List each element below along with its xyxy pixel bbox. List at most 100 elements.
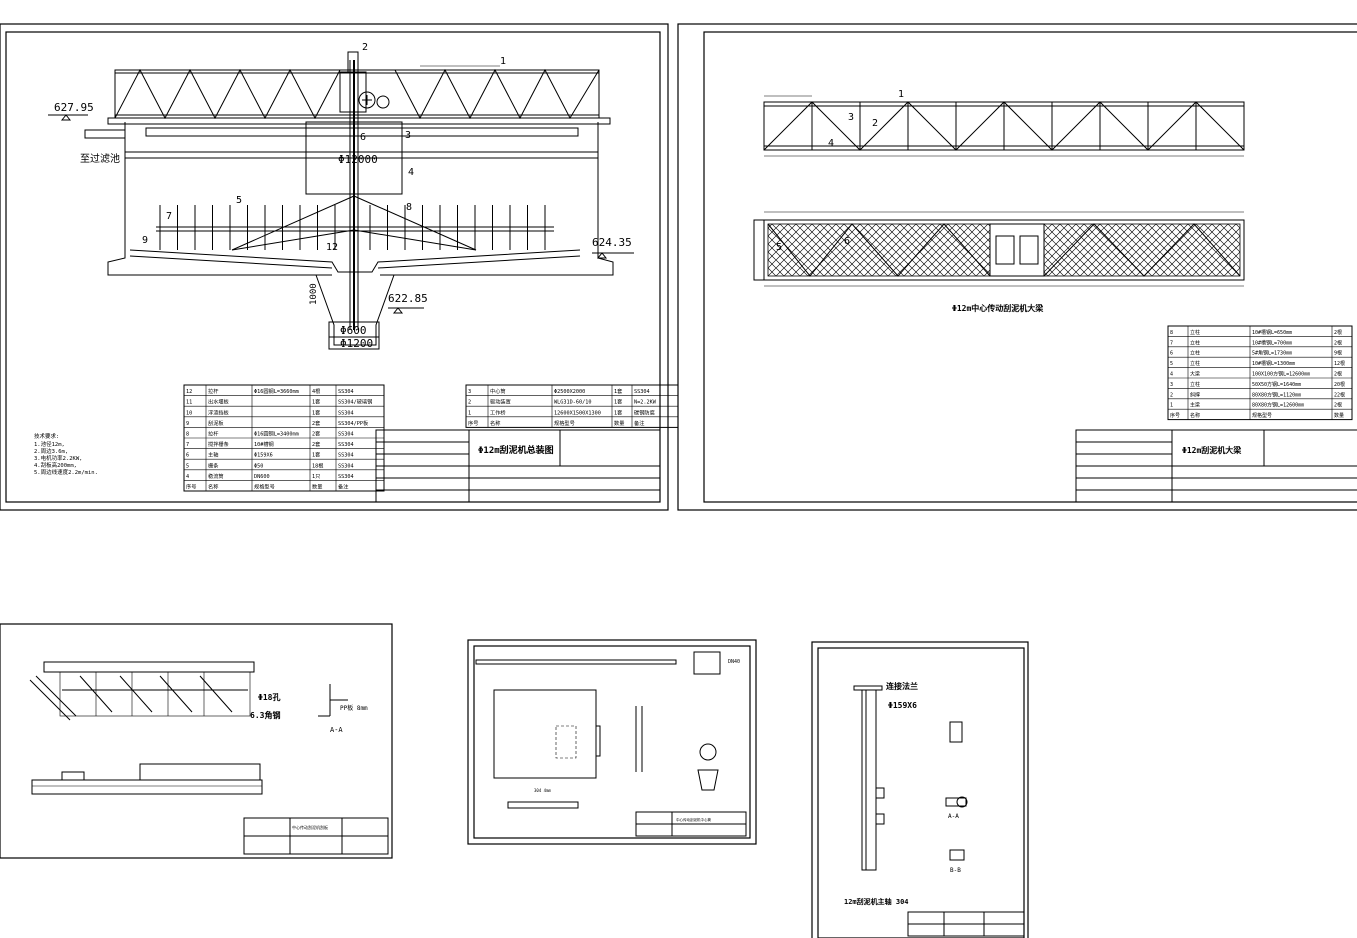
bom-header-cell: 名称 [490,419,500,427]
bom-cell: 50X50方钢L=1640mm [1252,381,1301,388]
bom-header-cell: 数量 [614,419,624,427]
bom-cell: 1只 [312,473,320,480]
beam-callout-4: 4 [828,138,834,149]
bom-cell: DN600 [254,474,270,480]
bom-cell: 8 [1170,330,1173,336]
bom-header-cell: 规格型号 [554,419,575,427]
material-label: 304 4mm [534,788,551,793]
pipe-inner-label: Φ600 [340,324,367,337]
bom-cell: 80X80方钢L=12600mm [1252,402,1304,409]
bom-cell: 4 [186,474,189,480]
bom-cell: 11 [186,400,192,406]
bom-header-cell: 规格型号 [254,483,275,491]
bom-cell: 拉杆 [208,430,218,438]
bom-cell: 10#槽钢 [254,440,274,448]
bom-cell: 1套 [614,408,623,416]
bom-cell: 立柱 [1190,381,1200,388]
bom-cell: 10#槽钢L=1300mm [1252,360,1295,367]
bom-cell: SS304/PP板 [338,419,369,427]
bom-cell: 浮渣挡板 [208,408,230,416]
bom-cell: 10 [186,410,192,416]
callout-8: 8 [406,202,412,213]
beam-title: Φ12m中心传动刮泥机大梁 [952,303,1044,313]
bom-cell: 4根 [312,387,320,395]
depth-label: 1000 [309,283,319,305]
bom-cell: SS304 [338,432,354,438]
bom-cell: 9根 [1334,350,1342,357]
shaft-label: Φ159X6 [888,701,917,710]
elevation-marks: 627.95 至过滤池 Φ12000 624.35 622.85 1000 Φ6… [48,101,634,350]
callout-7: 7 [166,211,172,222]
svg-text:技术要求:: 技术要求: [34,432,59,440]
bom-header-cell: 备注 [634,419,644,427]
sheet3-title: 中心传动刮泥机刮板 [292,824,328,830]
bom-cell: SS304 [338,410,354,416]
sheet-assembly: 627.95 至过滤池 Φ12000 624.35 622.85 1000 Φ6… [0,23,679,511]
bom-cell: 1 [1170,403,1173,409]
bom-cell: 2套 [312,430,321,438]
bom-cell: 立柱 [1190,339,1200,346]
beam-elevation: 1 2 3 4 [763,89,1245,157]
title-block-sheet5 [907,911,1025,937]
sheet-center-well: 304 4mm DN40 中心传动刮泥机中心筒 [467,639,757,845]
bom-cell: 碳钢防腐 [634,408,655,416]
bom-cell: SS304 [338,453,354,459]
svg-text:4.刮板高200mm,: 4.刮板高200mm, [34,461,77,469]
bom-cell: 6 [186,453,189,459]
bom-cell: 斜撑 [1190,391,1200,398]
steel-label: 6.3角钢 [250,710,280,720]
bom-cell: SS304 [338,463,354,469]
bom-cell: 出水堰板 [208,398,230,406]
bom-cell: 2套 [312,419,321,427]
bom-header-cell: 数量 [312,483,322,491]
bom-cell: 1套 [312,398,321,406]
sheet5-title: 12m刮泥机主轴 304 [844,897,909,906]
elev-bottom: 622.85 [388,292,428,305]
bridge-truss [107,68,611,125]
bom-header-cell: 名称 [1190,412,1200,419]
bom-cell: 8 [186,432,189,438]
bom-header-cell: 备注 [338,483,348,491]
bom-cell: 主梁 [1190,402,1200,409]
bom-cell: 刮泥板 [208,419,224,427]
bom-header-cell: 序号 [468,419,478,427]
flange-label: 连接法兰 [886,681,918,691]
sheet2-title: Φ12m刮泥机大梁 [1182,445,1242,455]
bom-cell: 2根 [1334,371,1342,378]
rake-pickets [159,205,546,250]
bom-cell: 5 [1170,361,1173,367]
bom-cell: 3 [468,389,471,395]
bom-cell: 立柱 [1190,350,1200,357]
plate-label: PP板 8mm [340,704,368,712]
beam-callout-5: 5 [776,242,782,253]
bom-header-cell: 名称 [208,483,218,491]
bom-cell: 2 [1170,392,1173,398]
bom-cell: 1 [468,410,471,416]
bom-cell: 7 [1170,340,1173,346]
bom-cell: 立柱 [1190,329,1200,336]
bom-cell: 6 [1170,351,1173,357]
bom-cell: Φ2500X2000 [554,389,585,395]
sheet1-title: Φ12m刮泥机总装图 [478,444,554,456]
callout-4: 4 [408,167,414,178]
beam-plan: 5 6 Φ12m中心传动刮泥机大梁 [753,211,1245,313]
bom-header-cell: 序号 [1170,412,1180,419]
bom-cell: SS304 [634,389,650,395]
bom-cell: SS304/玻璃钢 [338,398,372,406]
scraper-section: PP板 8mm A-A [318,684,368,734]
callouts-sheet1: 1 2 3 4 5 6 7 8 9 12 [142,42,506,253]
callout-12: 12 [326,242,338,253]
bom-cell: 2根 [1334,339,1342,346]
bom-cell: Φ16圆钢L=3400mm [254,430,299,438]
bom-cell: SS304 [338,442,354,448]
outlet-label: 至过滤池 [80,152,120,165]
bom-cell: 3 [1170,382,1173,388]
bom-cell: 工作桥 [490,408,506,416]
bom-header-cell: 序号 [186,483,196,491]
callout-1: 1 [500,56,506,67]
section-aa-label: A-A [330,726,343,734]
scraper-plan: Φ18孔 6.3角钢 [29,661,280,721]
